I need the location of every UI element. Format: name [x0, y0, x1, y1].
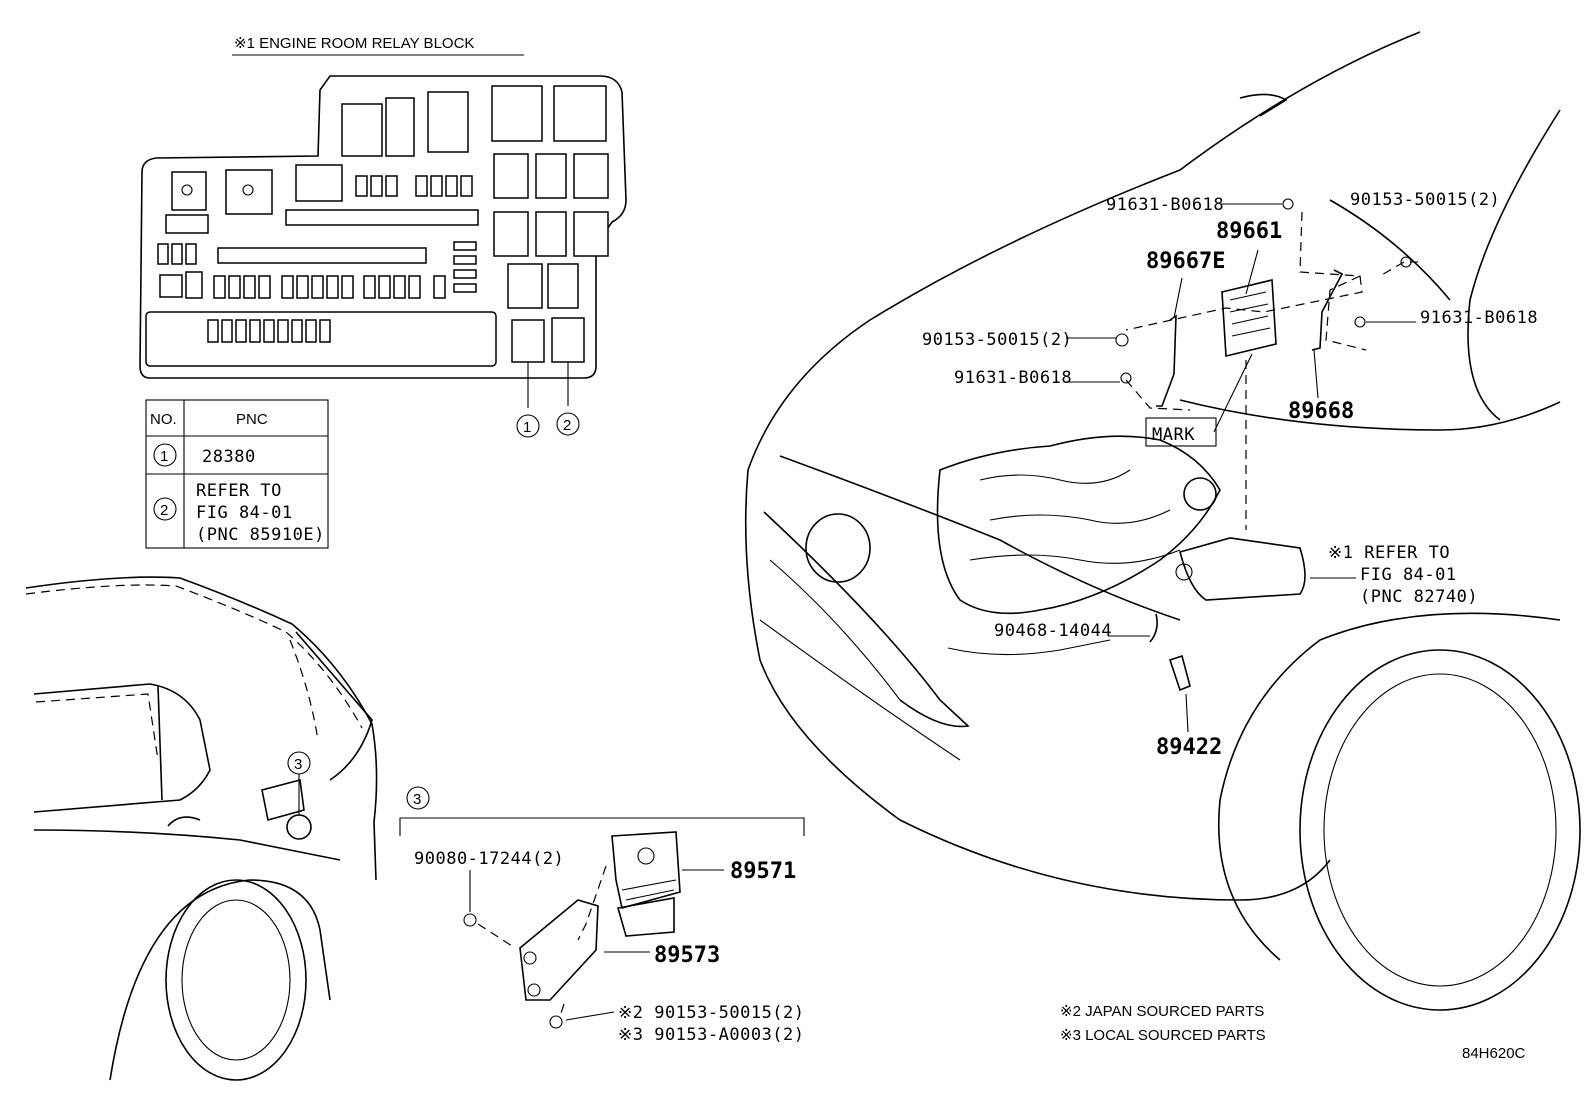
table-row-2-no: 2: [160, 502, 168, 519]
relay-85910e: [551, 317, 585, 363]
relay-block-title: ※1 ENGINE ROOM RELAY BLOCK: [234, 35, 474, 52]
label-bolt-japan: ※2 90153-50015(2): [618, 1003, 805, 1023]
module-location-marker: [286, 814, 312, 840]
label-89571: 89571: [730, 859, 796, 884]
detail-callout-3-label: 3: [413, 791, 421, 808]
label-89661: 89661: [1216, 219, 1282, 244]
module-89571-shape: [611, 831, 681, 909]
table-row-1-pnc: 28380: [202, 447, 256, 467]
mark-label: MARK: [1152, 425, 1195, 445]
fuse-row-top: [355, 175, 473, 197]
rear-detail: 3 90080-17244(2) 89571 89573 ※2 90153-50…: [399, 786, 805, 1045]
ecu-89661-shape: [1221, 278, 1277, 358]
bracket-89668-shape: [1311, 269, 1344, 351]
callout-3-label: 3: [294, 756, 302, 773]
label-89573: 89573: [654, 943, 720, 968]
table-header-no: NO.: [150, 411, 177, 428]
pnc-table: NO. PNC 1 28380 2 REFER TO FIG 84-01 (PN…: [145, 399, 329, 549]
label-89668: 89668: [1288, 399, 1354, 424]
refer-line-2: FIG 84-01: [1360, 565, 1457, 585]
label-90468-14044: 90468-14044: [994, 621, 1112, 641]
table-row-2-pnc-line-2: FIG 84-01: [196, 503, 293, 523]
fuse-row-mid: [213, 275, 446, 299]
note-japan-sourced: ※2 JAPAN SOURCED PARTS: [1060, 1003, 1264, 1020]
label-91631-b0618-top: 91631-B0618: [1106, 195, 1224, 215]
label-90153-50015-right: 90153-50015(2): [1350, 190, 1500, 210]
callout-2-label: 2: [563, 417, 571, 434]
label-90153-50015-left: 90153-50015(2): [922, 330, 1072, 350]
relay-28380: [511, 319, 545, 363]
figure-code: 84H620C: [1462, 1045, 1526, 1062]
front-vehicle-drawing: [744, 31, 1581, 1011]
label-89422: 89422: [1156, 735, 1222, 760]
refer-line-3: (PNC 82740): [1360, 587, 1478, 607]
table-row-2-pnc-line-3: (PNC 85910E): [196, 525, 325, 545]
table-header-pnc: PNC: [236, 411, 268, 428]
front-dashed-leaders: [1125, 211, 1405, 530]
label-89667e: 89667E: [1146, 249, 1225, 274]
fuse-row-bottom: [207, 319, 331, 343]
bracket-89573-shape: [519, 899, 599, 1001]
callout-circle-2: [556, 412, 580, 436]
mark-box: [1145, 417, 1217, 447]
relay-block: ※1 ENGINE ROOM RELAY BLOCK: [139, 35, 627, 438]
note-local-sourced: ※3 LOCAL SOURCED PARTS: [1060, 1027, 1266, 1044]
label-bolt-local: ※3 90153-A0003(2): [618, 1025, 805, 1045]
label-91631-b0618-left: 91631-B0618: [954, 368, 1072, 388]
table-row-2-pnc-line-1: REFER TO: [196, 481, 282, 501]
label-91631-b0618-right: 91631-B0618: [1420, 308, 1538, 328]
table-row-1-no: 1: [160, 448, 168, 465]
label-90080-17244: 90080-17244(2): [414, 849, 564, 869]
refer-line-1: ※1 REFER TO: [1328, 543, 1450, 563]
rear-vehicle-drawing: 3: [25, 576, 378, 1081]
callout-1-label: 1: [523, 419, 531, 436]
callout-circle-1: [516, 414, 540, 438]
bracket-89667e-shape: [1156, 314, 1177, 407]
